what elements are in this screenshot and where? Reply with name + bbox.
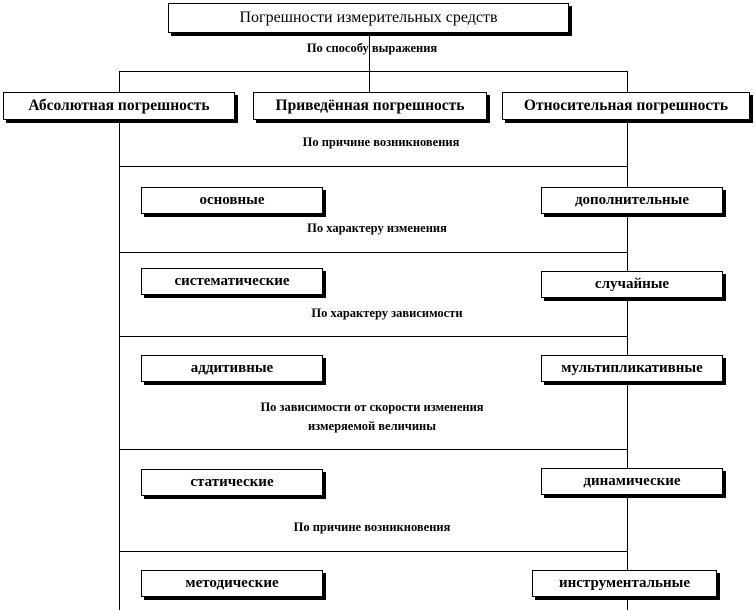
- title-box: Погрешности измерительных средств: [168, 3, 569, 33]
- label-by-cause-1: По причине возникновения: [302, 135, 460, 149]
- box-reduced-error-label: Приведённая погрешность: [275, 97, 465, 114]
- bus-drop-left: [119, 71, 120, 92]
- label-by-dependence: По характеру зависимости: [311, 306, 463, 320]
- box-static: статические: [141, 469, 323, 496]
- box-methodical: методические: [141, 570, 323, 597]
- box-additional-label: дополнительные: [574, 192, 690, 208]
- divider-3: [119, 336, 627, 337]
- box-relative-error: Относительная погрешность: [502, 92, 750, 120]
- box-absolute-error-label: Абсолютная погрешность: [28, 97, 210, 114]
- box-additional: дополнительные: [541, 187, 723, 214]
- label-by-cause-2: По причине возникновения: [293, 520, 451, 534]
- box-additive: аддитивные: [141, 355, 323, 382]
- title-text: Погрешности измерительных средств: [239, 9, 498, 26]
- box-instrumental: инструментальные: [532, 570, 717, 597]
- bus-drop-center: [369, 71, 370, 92]
- box-random: случайные: [541, 271, 723, 298]
- divider-1: [119, 166, 627, 167]
- box-systematic-label: систематические: [174, 273, 290, 289]
- box-absolute-error: Абсолютная погрешность: [3, 92, 235, 120]
- box-instrumental-label: инструментальные: [558, 575, 690, 591]
- label-by-change: По характеру изменения: [307, 221, 447, 235]
- label-by-speed: По зависимости от скорости изменения изм…: [260, 398, 483, 436]
- box-additive-label: аддитивные: [190, 360, 274, 376]
- box-basic-label: основные: [199, 192, 265, 208]
- divider-5: [119, 551, 627, 552]
- box-dynamic-label: динамические: [583, 473, 681, 489]
- box-basic: основные: [141, 187, 323, 214]
- divider-4: [119, 449, 627, 450]
- box-methodical-label: методические: [185, 575, 279, 591]
- box-dynamic: динамические: [541, 468, 723, 495]
- main-trunk-left: [119, 120, 120, 610]
- title-connector: [369, 33, 370, 71]
- level1-bus: [119, 71, 627, 72]
- box-relative-error-label: Относительная погрешность: [523, 97, 729, 114]
- bus-drop-right: [627, 71, 628, 92]
- divider-2: [119, 252, 627, 253]
- box-systematic: систематические: [141, 268, 323, 295]
- box-random-label: случайные: [594, 276, 670, 292]
- box-static-label: статические: [190, 474, 274, 490]
- label-by-speed-line1: По зависимости от скорости изменения: [260, 400, 484, 414]
- label-by-expression: По способу выражения: [306, 41, 438, 55]
- box-multiplicative: мультипликативные: [541, 355, 723, 382]
- label-by-speed-line2: измеряемой величины: [307, 419, 437, 433]
- box-reduced-error: Приведённая погрешность: [253, 92, 487, 120]
- box-multiplicative-label: мультипликативные: [561, 360, 703, 376]
